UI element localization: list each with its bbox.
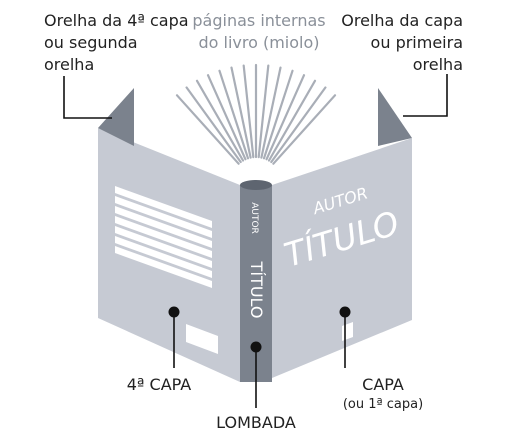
page-leaf [265,74,306,161]
spine-author: AUTOR [249,202,259,234]
front-flap [378,88,412,146]
page-leaf [257,64,270,159]
front-cover-panel [272,138,412,378]
front-flap-label: Orelha da capa ou primeira orelha [341,10,463,76]
spine-label: LOMBADA [216,413,296,432]
front-flap-leader [403,74,448,117]
back-flap-label: Orelha da 4ª capa ou segunda orelha [44,10,189,76]
spine-title: TÍTULO [247,261,266,319]
front-flap-label-line-3: orelha [412,55,463,74]
back-flap [98,88,134,146]
front-flap-label-line-1: Orelha da capa [341,11,463,30]
leader-lines [63,74,448,408]
page-leaf [185,86,242,164]
back-cover-barcode [186,324,218,354]
page-leaf [218,69,250,160]
back-cover-text-lines [115,186,212,288]
back-cover-label: 4ª CAPA [126,375,192,394]
spine-dot [250,341,262,353]
page-leaf [270,86,327,164]
back-flap-label-line-2: ou segunda [44,33,138,52]
page-leaf [230,66,252,159]
front-flap-label-line-2: ou primeira [370,33,463,52]
back-flap-leader [63,76,112,119]
back-flap-label-line-3: orelha [44,55,95,74]
pages-label-line-2: do livro (miolo) [198,33,320,52]
page-leaf [206,74,247,161]
front-cover-label-main: CAPA [362,375,404,394]
back-cover-panel [98,128,240,382]
page-leaf [262,69,294,160]
page-leaf [195,79,245,162]
pages-label: páginas internas do livro (miolo) [178,10,340,54]
page-leaf [260,66,282,159]
back-cover-dot [168,306,180,318]
front-cover-label: CAPA (ou 1ª capa) [330,374,436,414]
inner-pages [175,63,337,165]
leader-dots [168,306,351,353]
front-cover-dot [339,306,351,318]
page-leaf [242,64,255,159]
front-cover-label-note: (ou 1ª capa) [342,397,424,412]
spine-top [240,180,272,190]
page-leaf [267,79,317,162]
back-flap-label-line-1: Orelha da 4ª capa [44,11,189,30]
page-leaf [175,94,240,165]
pages-label-line-1: páginas internas [192,11,326,30]
page-leaf [272,94,337,165]
